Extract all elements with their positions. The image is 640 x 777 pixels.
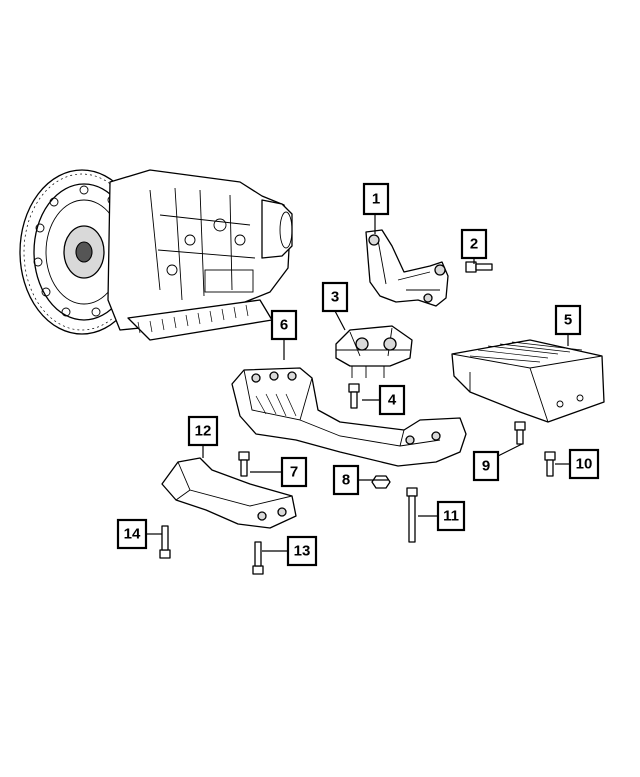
- part-14-bolt: [159, 525, 171, 559]
- callout-4: 4: [378, 384, 406, 416]
- callout-11-label: 11: [443, 508, 459, 525]
- callout-2-label: 2: [470, 236, 478, 253]
- callout-5: 5: [554, 304, 582, 336]
- callout-5-label: 5: [564, 312, 572, 329]
- callout-6-label: 6: [280, 317, 288, 334]
- part-3-mount-isolator: [335, 325, 413, 378]
- callout-11: 11: [436, 500, 466, 532]
- callout-12-label: 12: [195, 423, 212, 440]
- part-1-mount-bracket: [365, 229, 449, 307]
- transmission-assembly: [19, 169, 293, 341]
- callout-13-label: 13: [294, 543, 311, 560]
- callout-7-label: 7: [290, 464, 298, 481]
- callout-14-label: 14: [124, 526, 141, 543]
- callout-9: 9: [472, 450, 500, 482]
- callout-1: 1: [362, 182, 390, 216]
- part-11-bolt: [406, 487, 418, 543]
- callout-4-label: 4: [388, 392, 397, 409]
- part-2-bolt: [465, 261, 493, 273]
- callout-8-label: 8: [342, 472, 350, 489]
- part-6-crossmember: [231, 367, 467, 467]
- part-13-bolt: [252, 541, 264, 575]
- leader-lines: [146, 214, 570, 552]
- callout-1-label: 1: [372, 191, 380, 208]
- callout-3-label: 3: [331, 289, 339, 306]
- part-8-nut: [371, 475, 391, 489]
- part-10-bolt: [544, 451, 556, 477]
- part-9-bolt: [514, 421, 526, 445]
- callout-6: 6: [270, 309, 298, 341]
- part-4-bolt: [348, 383, 360, 409]
- callout-10: 10: [568, 448, 600, 480]
- part-12-bracket: [161, 457, 297, 529]
- part-7-bolt: [238, 451, 250, 477]
- callout-12: 12: [187, 415, 219, 447]
- callout-3: 3: [321, 281, 349, 313]
- part-5-skid-plate: [451, 339, 605, 423]
- callout-14: 14: [116, 518, 148, 550]
- callout-2: 2: [460, 228, 488, 260]
- callout-8: 8: [332, 464, 360, 496]
- callout-7: 7: [280, 456, 308, 488]
- callout-13: 13: [286, 535, 318, 567]
- callout-9-label: 9: [482, 458, 490, 475]
- callout-10-label: 10: [576, 456, 593, 473]
